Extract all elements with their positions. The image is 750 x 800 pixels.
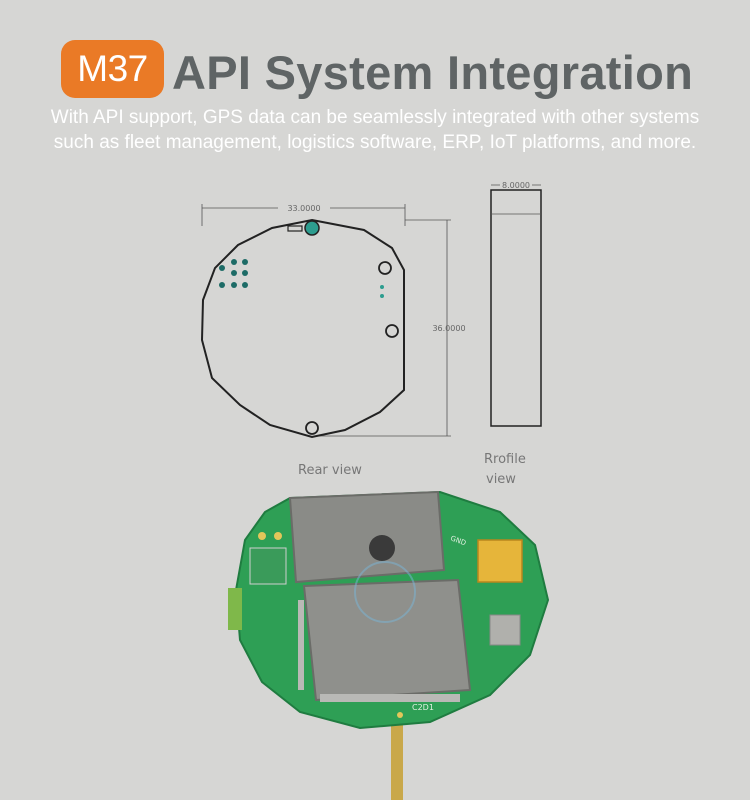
- rear-view-outline: [200, 218, 405, 439]
- width-dimension: 33.0000: [201, 203, 406, 226]
- height-dim-label: 36.0000: [432, 324, 465, 333]
- profile-view-label-2: view: [486, 472, 516, 487]
- shield-hole: [369, 535, 395, 561]
- cellular-module: [302, 578, 472, 702]
- pcb-photo: C2D1 GND: [228, 490, 550, 800]
- module-pins: [298, 600, 460, 702]
- profile-view-outline: 8.0000: [490, 180, 542, 427]
- width-dim-label: 33.0000: [287, 204, 320, 213]
- gps-module-shield: [288, 490, 446, 584]
- watermark-logo: [354, 561, 416, 623]
- page-title: API System Integration: [172, 46, 694, 99]
- tantalum-capacitor: [477, 539, 523, 583]
- depth-dim-label: 8.0000: [502, 181, 530, 190]
- rf-connector: [489, 614, 521, 646]
- chip-label: C2D1: [412, 703, 434, 712]
- description: With API support, GPS data can be seamle…: [50, 107, 700, 153]
- technical-drawing: 33.0000 36.0000 8.0000 Rear view Rrofile: [200, 180, 542, 487]
- rear-view-label: Rear view: [298, 463, 362, 478]
- sim-pad: [249, 547, 287, 585]
- model-badge: M37: [61, 40, 164, 98]
- height-dimension: 36.0000: [315, 219, 466, 437]
- edge-connector: [228, 588, 242, 630]
- profile-view-label: Rrofile: [484, 452, 526, 467]
